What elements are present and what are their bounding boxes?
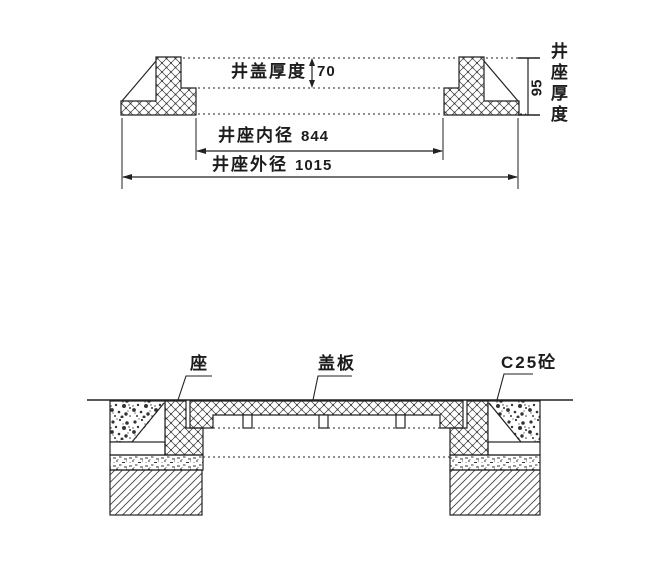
concrete-label: C25砼 xyxy=(501,353,558,372)
outer-diameter-dimension xyxy=(122,174,518,180)
seat-inner-diameter-label: 井座内径 xyxy=(218,126,294,145)
seat-thickness-dimension xyxy=(518,57,540,116)
seat-inner-diameter-dim: 井座内径 844 xyxy=(218,127,329,145)
seat-outer-diameter-value: 1015 xyxy=(295,157,333,174)
concrete-left-void xyxy=(133,403,165,442)
cover-thickness-label: 井盖厚度 xyxy=(231,62,307,81)
hidden-lines xyxy=(183,57,526,115)
seat-outer-diameter-label: 井座外径 xyxy=(212,155,288,174)
cover-plate-leader-line xyxy=(312,375,352,401)
cover-plate-label: 盖板 xyxy=(318,354,356,373)
seat-right-section xyxy=(443,56,520,116)
seat-left-gusset-line xyxy=(121,60,157,102)
cover-rib-1 xyxy=(242,414,253,429)
concrete-leader-line xyxy=(496,373,533,401)
cover-thickness-arrow xyxy=(309,58,315,88)
seat-right-gusset xyxy=(488,402,522,443)
seat-right-gusset-line xyxy=(483,60,519,102)
seat-thickness-value: 95 xyxy=(528,79,546,97)
seat-inner-diameter-value: 844 xyxy=(301,128,330,145)
top-section-drawing xyxy=(120,56,540,189)
inner-diameter-dimension xyxy=(196,148,443,154)
seat-label: 座 xyxy=(190,354,209,373)
seat-left-gusset xyxy=(131,402,165,443)
seat-thickness-label: 井座厚度 xyxy=(547,42,567,126)
brick-left xyxy=(109,469,203,516)
seat-left-section xyxy=(120,56,197,116)
cover-thickness-value: 70 xyxy=(317,63,336,80)
bottom-installation-drawing xyxy=(87,373,573,516)
mortar-right xyxy=(449,454,541,471)
extension-lines xyxy=(121,118,519,189)
mortar-left xyxy=(109,454,204,471)
seat-right-flange xyxy=(487,441,541,456)
concrete-right-void xyxy=(488,403,520,442)
seat-outer-diameter-dim: 井座外径 1015 xyxy=(212,156,332,174)
cover-rib-2 xyxy=(318,414,329,429)
seat-leader-line xyxy=(177,375,212,401)
seat-left-flange xyxy=(109,441,166,456)
cover-rib-3 xyxy=(395,414,406,429)
brick-right xyxy=(449,469,541,516)
